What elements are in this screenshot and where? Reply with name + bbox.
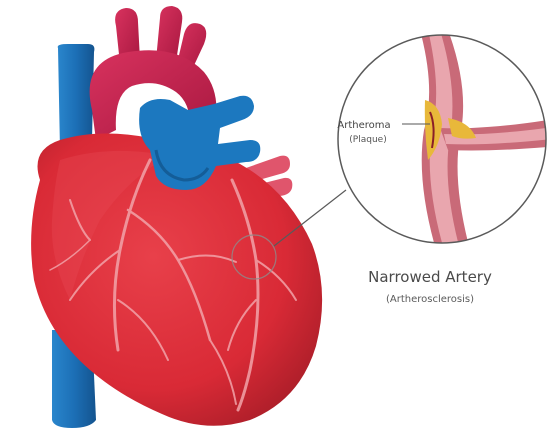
caption-subtitle: (Artherosclerosis) [386,294,474,305]
caption-title: Narrowed Artery [368,268,492,286]
plaque-sublabel: (Plaque) [349,135,386,145]
plaque-label: Artheroma [337,120,390,131]
